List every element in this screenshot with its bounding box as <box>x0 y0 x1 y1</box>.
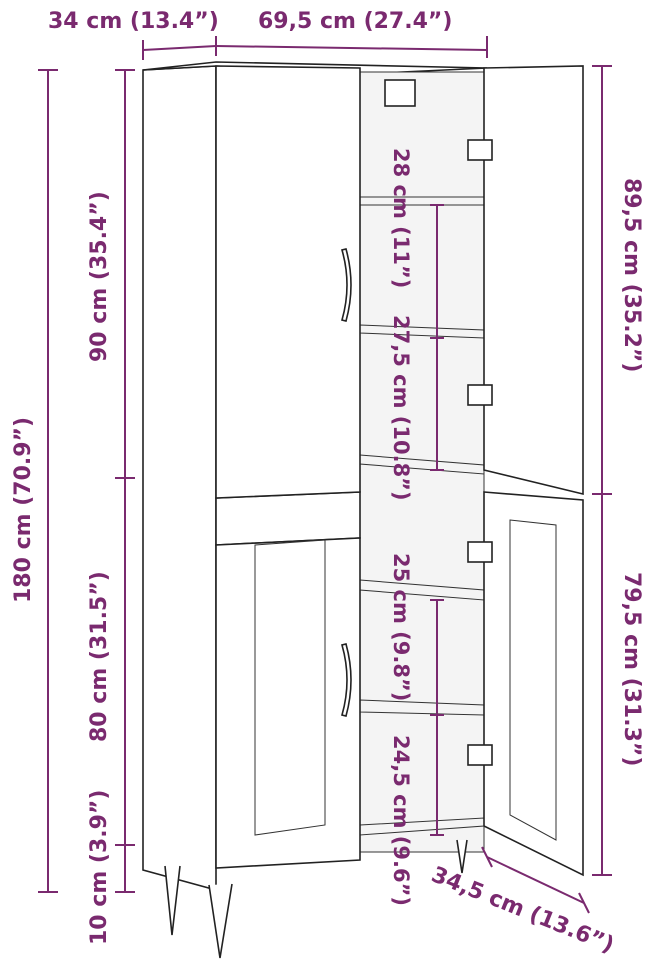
dim-door-upper: 89,5 cm (35.2”) <box>619 178 644 372</box>
dim-leg-height: 10 cm (3.9”) <box>87 790 112 945</box>
dim-shelf-3: 25 cm (9.8”) <box>389 553 413 701</box>
lower-door-handle <box>341 643 352 717</box>
leg <box>164 865 181 936</box>
lower-door-panel <box>254 539 326 836</box>
hinge-icon <box>467 139 493 161</box>
dim-lower-height: 80 cm (31.5”) <box>87 571 112 742</box>
lower-right-door-open <box>483 491 584 877</box>
dimension-lines <box>38 36 612 914</box>
hinge-icon <box>467 384 493 406</box>
hinge-icon <box>384 79 416 107</box>
cabinet-illustration <box>142 61 584 959</box>
dim-shelf-2: 27,5 cm (10.8”) <box>389 315 413 501</box>
upper-right-door-open <box>483 65 584 496</box>
middle-divider <box>215 491 361 546</box>
dim-shelf-1: 28 cm (11”) <box>389 148 413 288</box>
dim-depth-bottom: 34,5 cm (13.6”) <box>428 862 618 958</box>
leg <box>456 839 468 874</box>
dim-upper-height: 90 cm (35.4”) <box>87 191 112 362</box>
hinge-icon <box>467 744 493 766</box>
lower-right-door-panel <box>509 519 557 841</box>
lower-left-door <box>215 537 361 869</box>
upper-door-handle <box>341 248 352 322</box>
dim-depth-top: 34 cm (13.4”) <box>48 9 219 34</box>
upper-left-door <box>215 65 361 499</box>
dim-total-height: 180 cm (70.9”) <box>11 417 36 603</box>
dim-shelf-4: 24,5 cm (9.6”) <box>389 735 413 906</box>
cabinet-interior <box>359 71 485 853</box>
cabinet-side-panel <box>142 65 217 892</box>
hinge-icon <box>467 541 493 563</box>
dim-width-top: 69,5 cm (27.4”) <box>258 9 452 34</box>
leg <box>208 883 233 959</box>
dim-door-lower: 79,5 cm (31.3”) <box>619 572 644 766</box>
